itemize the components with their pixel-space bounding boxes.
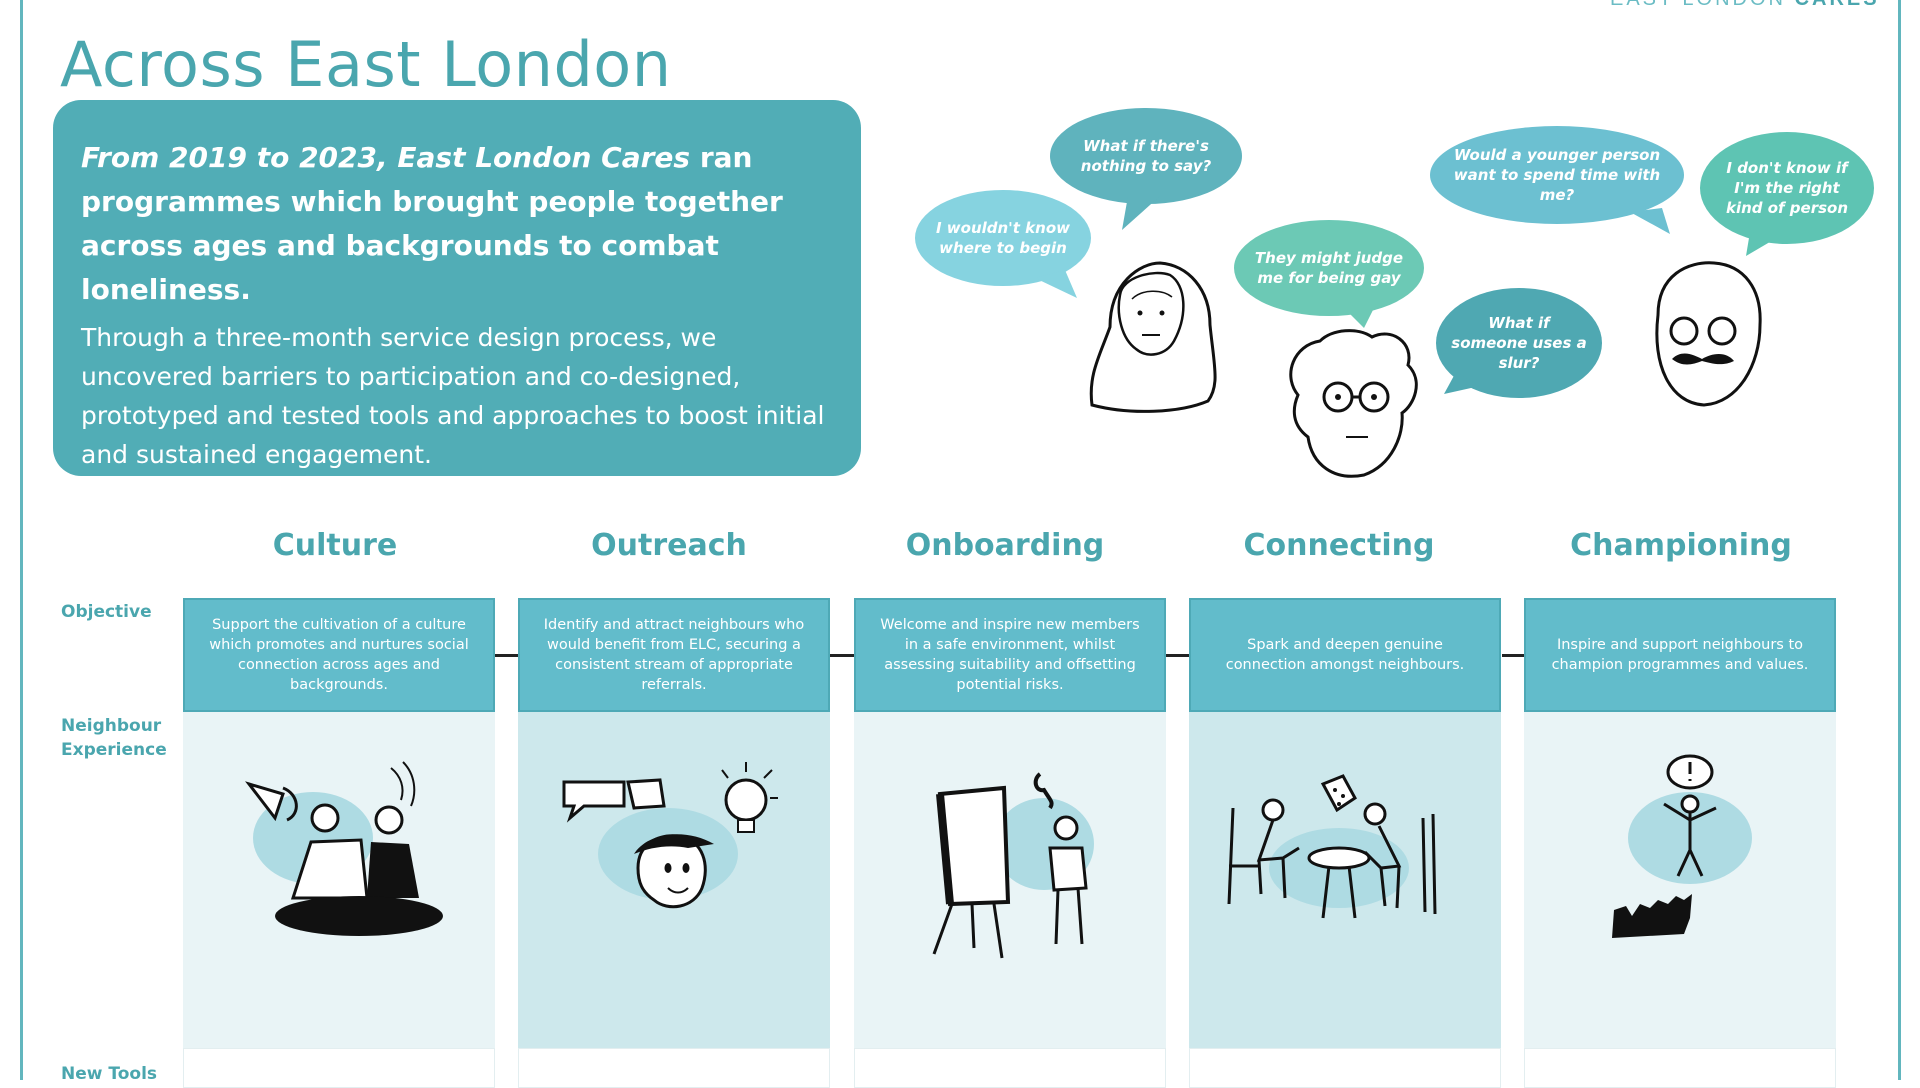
stage-heading-connecting: Connecting <box>1243 528 1435 563</box>
speech-bubble-where-to-begin: I wouldn't know where to begin <box>915 190 1091 298</box>
stage-heading-onboarding: Onboarding <box>905 528 1105 563</box>
speech-bubble-right-kind: I don't know if I'm the right kind of pe… <box>1700 132 1874 256</box>
megaphone-people-icon <box>245 761 443 936</box>
page-title: Across East London <box>60 27 672 101</box>
page-border-right <box>1898 0 1901 1080</box>
connector-line <box>1166 654 1190 657</box>
bubble-shape <box>1050 108 1242 230</box>
champion-crowd-icon <box>1612 754 1752 938</box>
idea-person-icon <box>562 762 778 909</box>
intro-lead: From 2019 to 2023, East London Cares ran… <box>81 141 783 306</box>
row-label-new-tools: New Tools <box>61 1064 158 1084</box>
speech-bubble-younger-person: Would a younger person want to spend tim… <box>1430 126 1684 234</box>
curly-hair-man-icon <box>1289 329 1418 478</box>
page-border-left <box>20 0 23 1080</box>
objective-box: Spark and deepen genuine connection amon… <box>1189 598 1501 712</box>
table-dice-icon <box>1227 774 1437 919</box>
new-tools-box-culture <box>183 1048 495 1088</box>
stage-column-connecting: Spark and deepen genuine connection amon… <box>1189 598 1501 1048</box>
row-label-objective: Objective <box>61 602 152 622</box>
connector-line <box>1502 654 1526 657</box>
new-tools-box-championing <box>1524 1048 1836 1088</box>
new-tools-box-outreach <box>518 1048 830 1088</box>
stage-column-onboarding: Welcome and inspire new members in a saf… <box>854 598 1166 1048</box>
objective-box: Welcome and inspire new members in a saf… <box>854 598 1166 712</box>
speech-bubble-nothing-to-say: What if there's nothing to say? <box>1050 108 1242 230</box>
objective-box: Support the cultivation of a culture whi… <box>183 598 495 712</box>
bubble-shape <box>1234 220 1424 328</box>
bubble-shape <box>915 190 1091 298</box>
stage-column-outreach: Identify and attract neighbours who woul… <box>518 598 830 1048</box>
objective-box: Inspire and support neighbours to champi… <box>1524 598 1836 712</box>
intro-body: Through a three-month service design pro… <box>81 323 825 469</box>
connector-line <box>830 654 854 657</box>
speech-bubble-judge-me: They might judge me for being gay <box>1234 220 1424 328</box>
stage-column-championing: Inspire and support neighbours to champi… <box>1524 598 1836 1048</box>
bubble-shape <box>1700 132 1874 256</box>
stage-column-culture: Support the cultivation of a culture whi… <box>183 598 495 1048</box>
stage-heading-outreach: Outreach <box>591 528 747 563</box>
flipchart-presenter-icon <box>932 772 1094 959</box>
bubble-shape <box>1430 126 1684 234</box>
speech-bubble-slur: What if someone uses a slur? <box>1436 288 1602 398</box>
intro-card: From 2019 to 2023, East London Cares ran… <box>53 100 861 476</box>
connector-line <box>494 654 518 657</box>
hijab-woman-icon <box>1089 261 1217 413</box>
brand-logo: EAST LONDON CARES <box>1610 0 1880 11</box>
older-man-moustache-icon <box>1655 261 1762 407</box>
new-tools-box-connecting <box>1189 1048 1501 1088</box>
stage-heading-culture: Culture <box>272 528 398 563</box>
objective-box: Identify and attract neighbours who woul… <box>518 598 830 712</box>
new-tools-box-onboarding <box>854 1048 1166 1088</box>
stage-heading-championing: Championing <box>1570 528 1792 563</box>
bubble-shape <box>1436 288 1602 398</box>
